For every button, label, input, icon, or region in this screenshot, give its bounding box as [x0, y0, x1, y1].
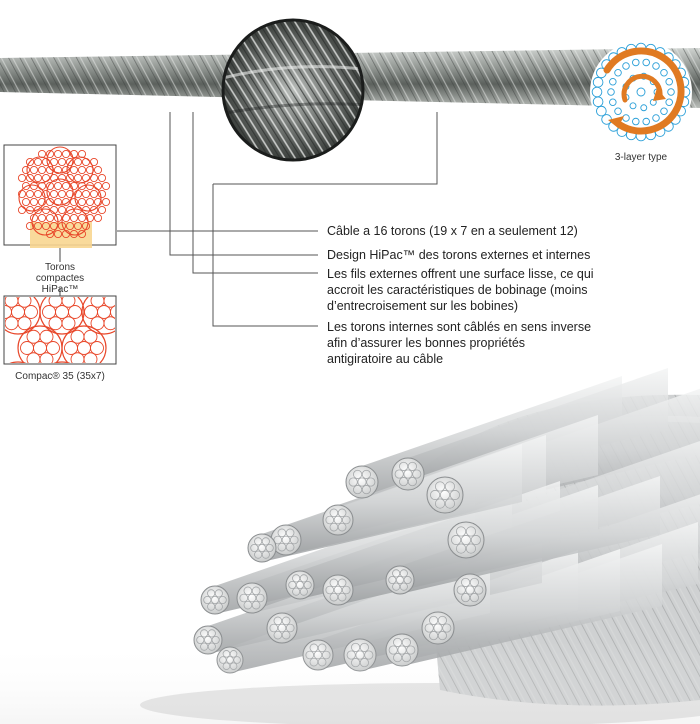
- callout-16-strands: Câble a 16 torons (19 x 7 en a seulement…: [327, 224, 578, 238]
- hipac-cross-section: [17, 146, 111, 239]
- three-layer-caption: 3-layer type: [614, 152, 668, 163]
- three-layer-badge: [590, 41, 692, 143]
- rope-3d-render: [0, 368, 700, 724]
- leader-lines: [117, 112, 438, 327]
- inset-label: Torons compactes HiPac™: [35, 262, 85, 295]
- compac-cross-section: [5, 297, 115, 363]
- callout-reverse-lay: Les torons internes sont câblés en sens …: [327, 320, 592, 366]
- magnifier-lens: [221, 18, 365, 162]
- callout-smooth-surface: Les fils externes offrent une surface li…: [327, 267, 594, 313]
- hipac-inset: [3, 144, 117, 365]
- callout-hipac: Design HiPac™ des torons externes et int…: [327, 248, 591, 262]
- compac-caption: Compac® 35 (35x7): [15, 371, 105, 382]
